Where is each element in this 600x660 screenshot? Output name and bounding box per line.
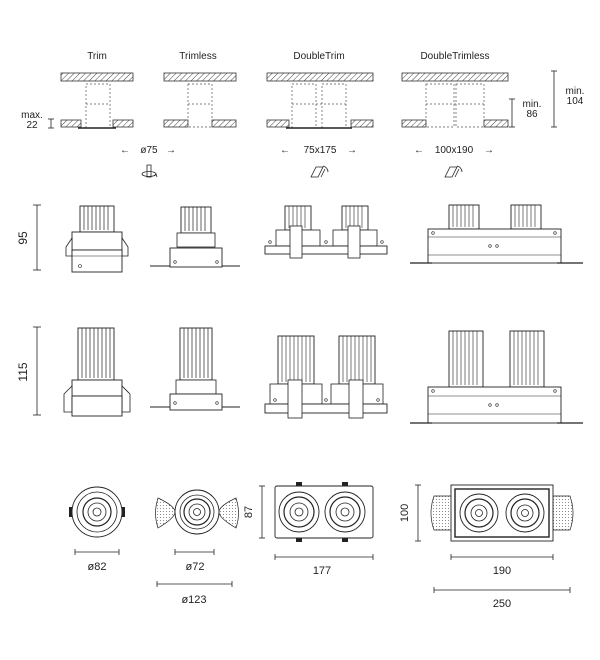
fixture-trimless-95 [150, 206, 240, 268]
trimless-diameter-label: ø72 [186, 561, 205, 573]
topview-trim [69, 486, 125, 538]
fixture-doubletrimless-115 [410, 330, 583, 424]
doubletrimless-width-label: 190 [493, 565, 511, 577]
fixture-trim-95 [65, 205, 129, 273]
cutout-doubletrimless: ← 100x190 → [414, 145, 494, 156]
topview-doubletrimless [430, 484, 574, 542]
cutout-trim-label: ø75 [140, 145, 158, 156]
cutout-doubletrim: ← 75x175 → [280, 145, 357, 156]
dim-doubletrimless-outer: 250 [433, 587, 571, 610]
fixture-doubletrimless-95 [410, 204, 583, 264]
dim-trimless-diameter: ø72 [174, 549, 215, 573]
ceiling-section-trim [60, 72, 134, 129]
ceiling-section-trimless [163, 72, 237, 128]
dim-trim-diameter: ø82 [74, 549, 120, 573]
min86-value: 86 [526, 109, 538, 120]
svg-text:←: ← [280, 145, 290, 156]
col-title-trimless: Trimless [179, 51, 216, 62]
fixture-trim-115 [63, 327, 131, 417]
max-depth-annotation: max. 22 [21, 110, 54, 131]
svg-text:←: ← [120, 145, 130, 156]
height-dimension-95: 95 [16, 204, 41, 271]
trim-diameter-label: ø82 [88, 561, 107, 573]
doubletrim-width-label: 177 [313, 565, 331, 577]
doubletrim-height-label: 87 [243, 506, 255, 518]
tilt-icon [444, 165, 463, 178]
topview-doubletrim [274, 482, 374, 542]
fixture-trimless-115 [150, 327, 240, 411]
col-title-trim: Trim [87, 51, 107, 62]
fixture-doubletrim-115 [264, 335, 388, 419]
min104-value: 104 [567, 96, 584, 107]
dim-doubletrim-width: 177 [274, 554, 374, 577]
ceiling-section-doubletrimless [401, 72, 509, 128]
height-dimension-115: 115 [16, 326, 41, 416]
svg-text:→: → [347, 145, 357, 156]
svg-text:→: → [484, 145, 494, 156]
svg-text:→: → [166, 145, 176, 156]
min-depth-annotation: min. 86 min. 104 [509, 70, 585, 128]
col-title-doubletrimless: DoubleTrimless [420, 51, 489, 62]
min104-label: min. [566, 86, 585, 97]
cutout-doubletrim-label: 75x175 [304, 145, 337, 156]
dim-doubletrimless-width: 190 [450, 554, 554, 577]
height-115-label: 115 [16, 362, 30, 381]
rotate-icon [141, 164, 158, 178]
ceiling-section-doubletrim [266, 72, 374, 129]
cutout-doubletrimless-label: 100x190 [435, 145, 474, 156]
tilt-icon [310, 165, 329, 178]
svg-text:←: ← [414, 145, 424, 156]
height-95-label: 95 [16, 231, 30, 245]
dim-doubletrimless-height: 100 [399, 484, 421, 542]
cutout-trim: ← ø75 → [120, 145, 176, 156]
doubletrimless-height-label: 100 [399, 504, 411, 522]
topview-trimless [155, 489, 239, 535]
dim-trimless-outer: ø123 [156, 581, 233, 606]
col-title-doubletrim: DoubleTrim [293, 51, 344, 62]
fixture-doubletrim-95 [264, 205, 388, 259]
min86-label: min. [523, 99, 542, 110]
max-label: max. [21, 110, 43, 121]
doubletrimless-outer-label: 250 [493, 598, 511, 610]
max-value: 22 [26, 120, 38, 131]
dim-doubletrim-height: 87 [243, 485, 265, 539]
trimless-outer-label: ø123 [181, 594, 206, 606]
